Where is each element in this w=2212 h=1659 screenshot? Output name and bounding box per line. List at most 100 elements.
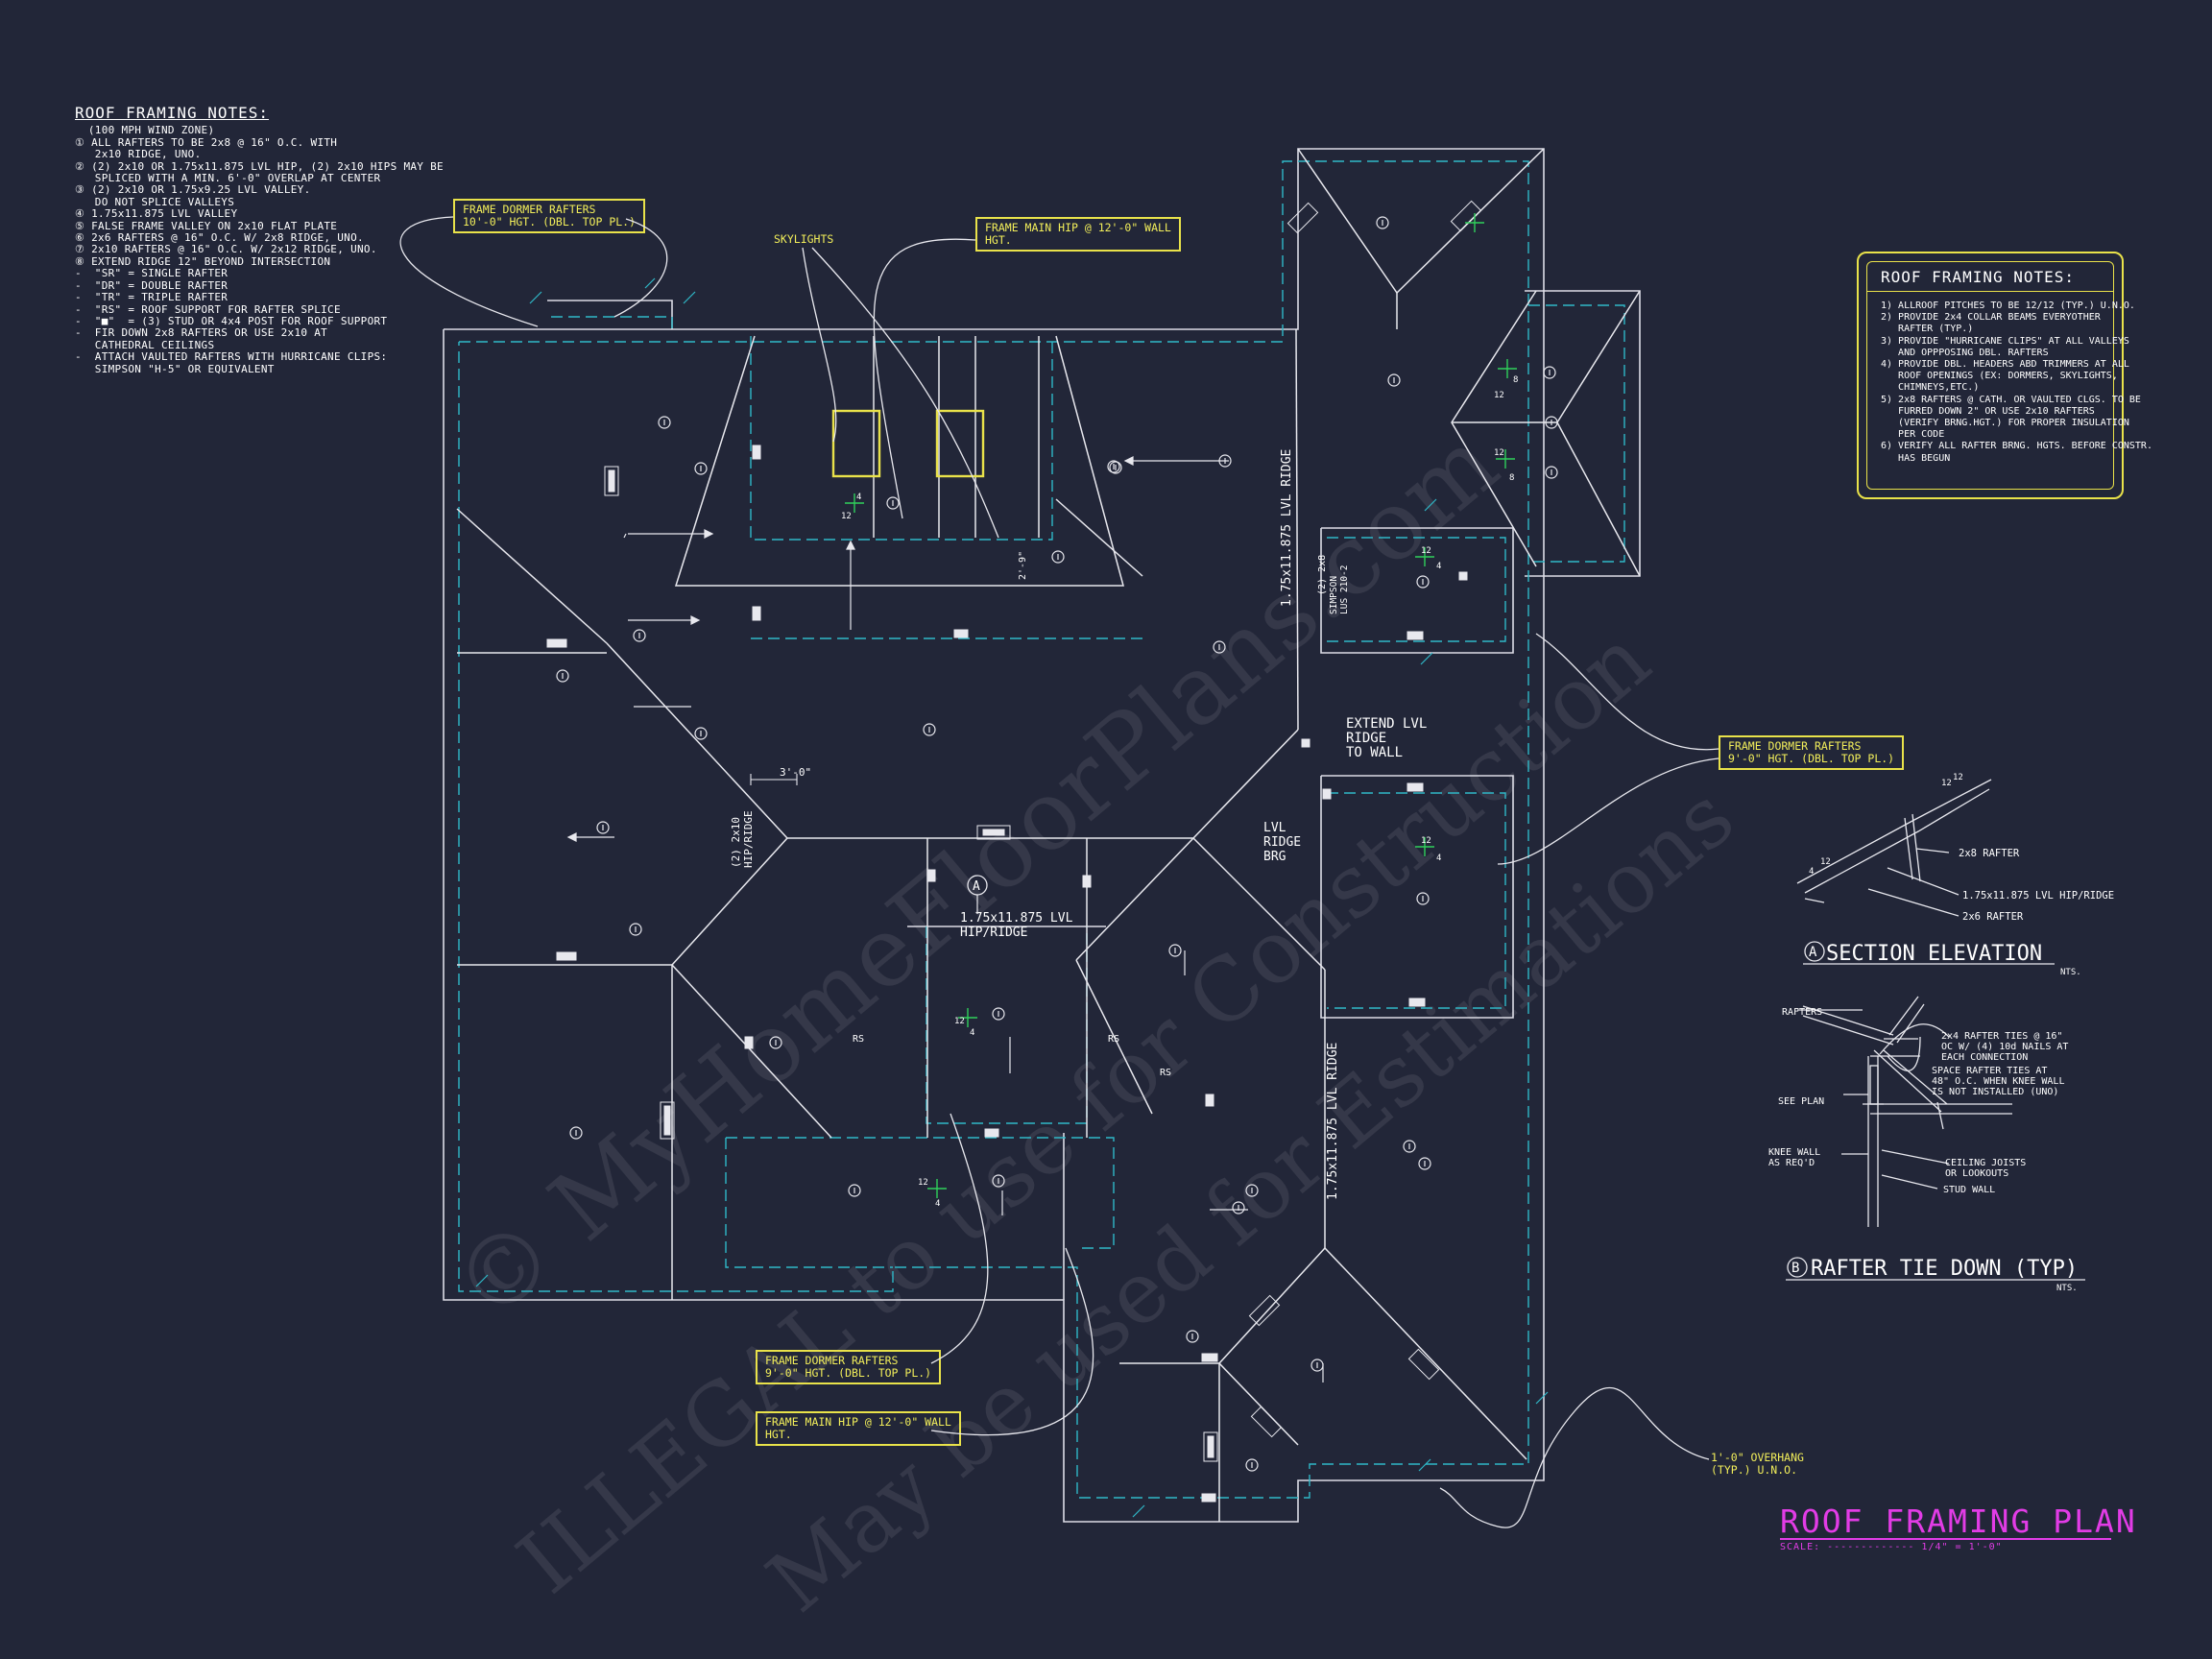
rafter-arrows [566, 456, 1324, 1382]
notes-left-line: ② (2) 2x10 OR 1.75x11.875 LVL HIP, (2) 2… [75, 159, 444, 173]
notes-left-line: CATHEDRAL CEILINGS [75, 338, 215, 351]
section-a-label: 2x8 RAFTER [1959, 848, 2020, 859]
roof-framing-notes-left: ROOF FRAMING NOTES: (100 MPH WIND ZONE) … [75, 104, 459, 375]
notes-left-line: ③ (2) 2x10 OR 1.75x9.25 LVL VALLEY. [75, 183, 311, 197]
notes-right-divider [1867, 291, 2113, 292]
section-b-detail [1797, 996, 2012, 1227]
label-simpson: SIMPSONLUS 210-2 [1329, 565, 1350, 614]
pitch-rise: 12 [841, 512, 852, 521]
hip-ridge-text-line: HIP/RIDGE [960, 926, 1027, 940]
notes-left-line: - "RS" = ROOF SUPPORT FOR RAFTER SPLICE [75, 302, 341, 316]
skylight-2 [935, 409, 985, 478]
extend-lvl-text-line: TO WALL [1346, 745, 1403, 760]
label-rs: RS [1160, 1068, 1171, 1078]
pitch-symbols [845, 213, 1517, 1198]
notes-left-line: ④ 1.75x11.875 LVL VALLEY [75, 207, 238, 221]
notes-left-line: ⑤ FALSE FRAME VALLEY ON 2x10 FLAT PLATE [75, 219, 338, 232]
section-b-label-line: OR LOOKOUTS [1945, 1168, 2008, 1179]
label-hip-ridge-vertical: (2) 2x10HIP/RIDGE [730, 810, 755, 868]
skylights [831, 409, 985, 478]
callout-dormer-top-left: FRAME DORMER RAFTERS 10'-0" HGT. (DBL. T… [453, 199, 646, 233]
section-b-label: SEE PLAN [1778, 1096, 1824, 1107]
plan-title: ROOF FRAMING PLAN [1780, 1503, 2137, 1540]
label-two-2x8: (2) 2x8 [1317, 555, 1328, 595]
extend-lvl-text-line: RIDGE [1346, 731, 1386, 746]
notes-left-line: SIMPSON "H-5" OR EQUIVALENT [75, 362, 275, 375]
section-b-title-group: B RAFTER TIE DOWN (TYP) NTS. [1786, 1257, 2085, 1293]
section-b-label-line: STUD WALL [1943, 1185, 1995, 1195]
pitch-run: 4 [970, 1028, 974, 1038]
callout-skylights: SKYLIGHTS [774, 232, 834, 246]
lvl-ridge-brg-text-line: LVL [1263, 821, 1286, 835]
section-b-label-line: EACH CONNECTION [1941, 1052, 2028, 1063]
pitch-numbers: 12 4 12 4 12 4 12 4 12 4 12 8 12 8 [841, 375, 1518, 1209]
notes-left-line: DO NOT SPLICE VALLEYS [75, 195, 235, 208]
wall-lines [458, 160, 1625, 1499]
section-a-label: 2x6 RAFTER [1962, 911, 2024, 923]
pitch-rise: 12 [1494, 448, 1504, 458]
pitch-rise: 12 [1494, 391, 1504, 400]
callout-main-hip-bottom: FRAME MAIN HIP @ 12'-0" WALL HGT. [756, 1411, 961, 1446]
pitch-run: 4 [1436, 562, 1441, 571]
label-ridge-upper: 1.75x11.875 LVL RIDGE [1280, 449, 1294, 607]
extend-lvl-text-line: EXTEND LVL [1346, 716, 1427, 732]
section-a-title: SECTION ELEVATION [1826, 942, 2042, 966]
section-b-label-line: OC W/ (4) 10d NAILS AT [1941, 1042, 2068, 1052]
lvl-ridge-brg-text-line: BRG [1263, 850, 1286, 864]
pitch-run: 4 [1436, 854, 1441, 863]
section-b-label: STUD WALL [1943, 1185, 1995, 1195]
simpson-text: SIMPSONLUS 210-2 [1329, 565, 1350, 614]
notes-left-line: ⑧ EXTEND RIDGE 12" BEYOND INTERSECTION [75, 254, 331, 268]
notes-left-title: ROOF FRAMING NOTES: [75, 104, 270, 122]
pitch-rise: 12 [1421, 546, 1431, 556]
pitch-run: 8 [1513, 375, 1518, 385]
section-b-label-line: CEILING JOISTS [1945, 1158, 2026, 1168]
hip-ridge-text-line: 1.75x11.875 LVL [960, 911, 1073, 926]
section-b-label-line: IS NOT INSTALLED (UNO) [1932, 1087, 2058, 1097]
section-b-label-line: SPACE RAFTER TIES AT [1932, 1066, 2047, 1076]
pitch-rise: 12 [918, 1178, 928, 1188]
section-b-nts: NTS. [2056, 1284, 2078, 1293]
label-ridge-lower: 1.75x11.875 LVL RIDGE [1326, 1043, 1340, 1200]
notes-left-line: - "■" = (3) STUD OR 4x4 POST FOR ROOF SU… [75, 314, 388, 327]
dimension-ticks [475, 277, 1549, 1518]
section-a-nts: NTS. [2060, 968, 2081, 977]
simpson-text-line: SIMPSON [1329, 576, 1339, 614]
notes-left-line: - ATTACH VAULTED RAFTERS WITH HURRICANE … [75, 350, 388, 364]
section-b-text: RAFTERS 2x4 RAFTER TIES @ 16"OC W/ (4) 10… [1768, 1007, 2068, 1195]
skylight-1 [831, 409, 881, 478]
label-rs: RS [1108, 1034, 1119, 1045]
section-b-label-line: AS REQ'D [1768, 1158, 1815, 1168]
pitch-run: 8 [1509, 473, 1514, 483]
section-b-label-line: 48" O.C. WHEN KNEE WALL [1932, 1076, 2064, 1087]
notes-right-title: ROOF FRAMING NOTES: [1881, 268, 2076, 286]
notes-left-line: (100 MPH WIND ZONE) [75, 124, 215, 137]
callout-main-hip-top: FRAME MAIN HIP @ 12'-0" WALL HGT. [975, 217, 1181, 252]
section-a-pitch: 12 [1820, 857, 1831, 867]
pitch-rise: 12 [954, 1017, 965, 1026]
roof-framing-notes-right: ROOF FRAMING NOTES: 1) ALLROOF PITCHES T… [1857, 252, 2152, 499]
notes-left-line: 2x10 RIDGE, UNO. [75, 148, 202, 161]
section-a-letter: A [1809, 945, 1817, 960]
pitch-run: 4 [935, 1199, 940, 1209]
callout-overhang: 1'-0" OVERHANG (TYP.) U.N.O. [1711, 1451, 1804, 1477]
pitch-rise: 12 [1421, 836, 1431, 846]
notes-left-line: - FIR DOWN 2x8 RAFTERS OR USE 2x10 AT [75, 326, 328, 340]
notes-left-line: - "DR" = DOUBLE RAFTER [75, 278, 228, 292]
notes-left-line: ⑦ 2x10 RAFTERS @ 16" O.C. W/ 2x12 RIDGE,… [75, 243, 377, 256]
section-b-label: 2x4 RAFTER TIES @ 16"OC W/ (4) 10d NAILS… [1941, 1031, 2068, 1063]
notes-left-line: ⑥ 2x6 RAFTERS @ 16" O.C. W/ 2x8 RIDGE, U… [75, 231, 364, 245]
hip-ridge-vertical-text: (2) 2x10HIP/RIDGE [730, 810, 755, 868]
callout-dormer-right: FRAME DORMER RAFTERS 9'-0" HGT. (DBL. TO… [1719, 735, 1905, 770]
section-a-pitch: 4 [1809, 867, 1814, 877]
section-b-label-line: RAFTERS [1782, 1007, 1822, 1018]
plan-scale: SCALE: ------------- 1/4" = 1'-0" [1780, 1542, 2003, 1552]
section-a-pitch: 12 [1953, 773, 1963, 782]
notes-left-line: ① ALL RAFTERS TO BE 2x8 @ 16" O.C. WITH [75, 135, 338, 149]
